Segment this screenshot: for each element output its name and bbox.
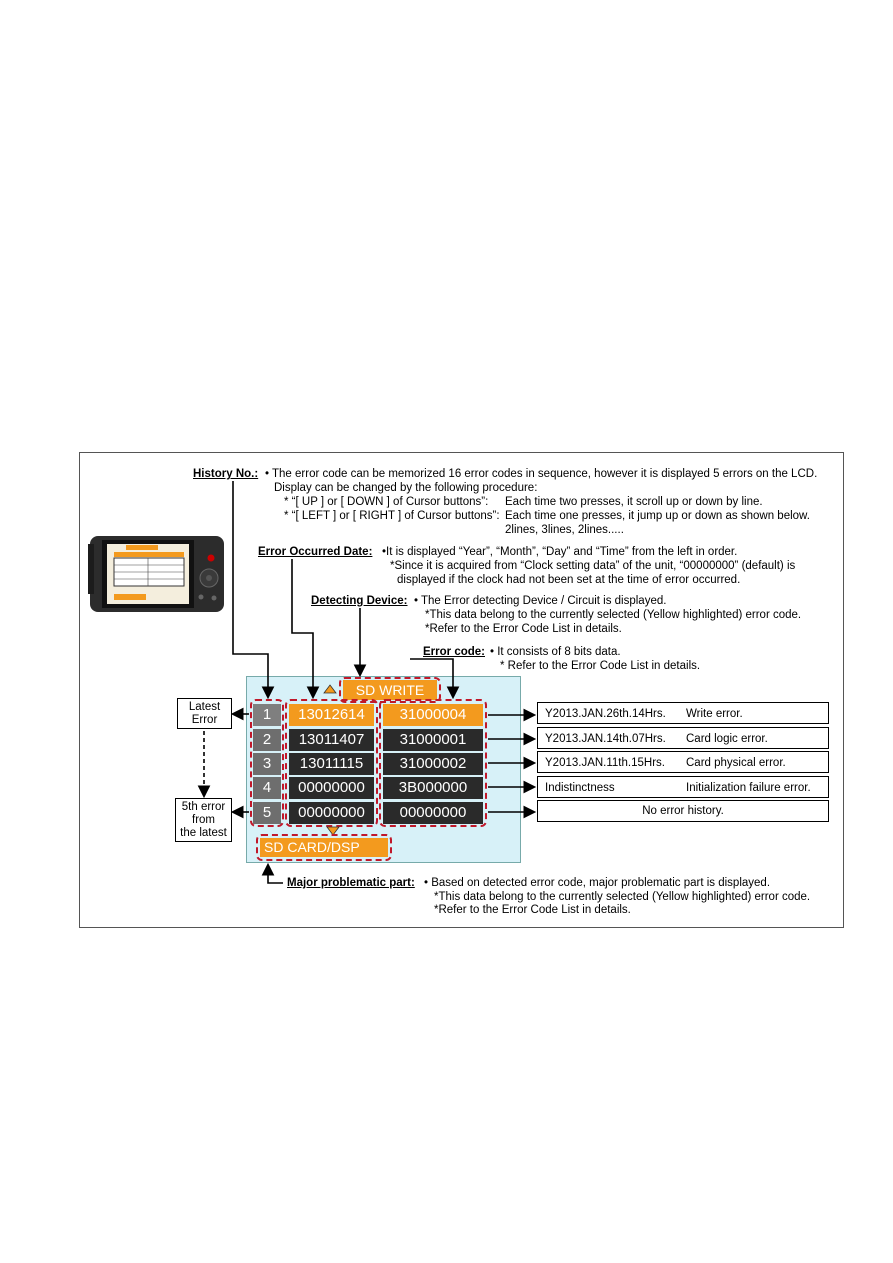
major-text-2: *This data belong to the currently selec… (434, 891, 811, 903)
row-number: 2 (253, 729, 281, 751)
latest-line: Error (191, 714, 218, 726)
date-cell: 13011115 (289, 753, 374, 775)
code-label: Error code: (423, 646, 485, 658)
number-highlight (250, 699, 284, 827)
part-title: SD CARD/DSP (260, 838, 388, 857)
fifth-line: from (192, 814, 215, 826)
detail-box-1: Y2013.JAN.26th.14Hrs. Write error. (537, 702, 829, 724)
device-text-3: *Refer to the Error Code List in details… (425, 623, 622, 635)
detail-error: Write error. (686, 708, 743, 720)
date-text-1: •It is displayed “Year”, “Month”, “Day” … (382, 546, 738, 558)
history-text-6: Each time one presses, it jump up or dow… (505, 510, 810, 522)
date-text-3: displayed if the clock had not been set … (397, 574, 741, 586)
device-label: Detecting Device: (311, 595, 408, 607)
detail-error: Card physical error. (686, 757, 786, 769)
device-text-2: *This data belong to the currently selec… (425, 609, 802, 621)
row-number: 3 (253, 753, 281, 775)
history-text-4: * “[ LEFT ] or [ RIGHT ] of Cursor butto… (284, 510, 500, 522)
major-label: Major problematic part: (287, 877, 415, 889)
code-cell: 3B000000 (383, 777, 483, 799)
fifth-error-box: 5th error from the latest (175, 798, 232, 842)
camera-image (88, 536, 224, 612)
up-arrow-icon (323, 684, 337, 694)
code-cell: 00000000 (383, 802, 483, 824)
detail-error: Initialization failure error. (686, 782, 811, 794)
code-cell: 31000004 (383, 704, 483, 726)
code-cell: 31000001 (383, 729, 483, 751)
major-text-3: *Refer to the Error Code List in details… (434, 904, 631, 916)
date-highlight (285, 699, 378, 827)
detail-date: Y2013.JAN.14th.07Hrs. (545, 733, 666, 745)
latest-error-box: Latest Error (177, 698, 232, 729)
major-text-1: • Based on detected error code, major pr… (424, 877, 771, 889)
detail-box-3: Y2013.JAN.11th.15Hrs. Card physical erro… (537, 751, 829, 773)
date-cell: 13011407 (289, 729, 374, 751)
history-label: History No.: (193, 468, 259, 480)
detail-box-2: Y2013.JAN.14th.07Hrs. Card logic error. (537, 727, 829, 749)
no-history-text: No error history. (642, 805, 724, 817)
history-text-5: Each time two presses, it scroll up or d… (505, 496, 763, 508)
code-text-1: • It consists of 8 bits data. (490, 646, 621, 658)
detail-date: Y2013.JAN.11th.15Hrs. (545, 757, 665, 769)
history-text-1: • The error code can be memorized 16 err… (265, 468, 818, 480)
date-cell: 00000000 (289, 802, 374, 824)
detail-box-5: No error history. (537, 800, 829, 822)
latest-line: Latest (188, 701, 221, 713)
row-number: 1 (253, 704, 281, 726)
date-text-2: *Since it is acquired from “Clock settin… (390, 560, 796, 572)
row-number: 5 (253, 802, 281, 824)
part-highlight (256, 834, 392, 861)
date-cell: 00000000 (289, 777, 374, 799)
detail-error: Card logic error. (686, 733, 768, 745)
detail-date: Y2013.JAN.26th.14Hrs. (545, 708, 666, 720)
detail-date: Indistinctness (545, 782, 615, 794)
code-cell: 31000002 (383, 753, 483, 775)
down-arrow-icon (326, 826, 340, 836)
date-label: Error Occurred Date: (258, 546, 373, 558)
date-cell: 13012614 (289, 704, 374, 726)
fifth-line: 5th error (181, 801, 226, 813)
fifth-line: the latest (180, 827, 227, 839)
code-text-2: * Refer to the Error Code List in detail… (500, 660, 701, 672)
device-text-1: • The Error detecting Device / Circuit i… (414, 595, 667, 607)
history-text-2: Display can be changed by the following … (274, 482, 538, 494)
code-highlight (379, 699, 487, 827)
history-text-7: 2lines, 3lines, 2lines..... (505, 524, 624, 536)
history-text-3: * “[ UP ] or [ DOWN ] of Cursor buttons”… (284, 496, 489, 508)
row-number: 4 (253, 777, 281, 799)
detail-box-4: Indistinctness Initialization failure er… (537, 776, 829, 798)
